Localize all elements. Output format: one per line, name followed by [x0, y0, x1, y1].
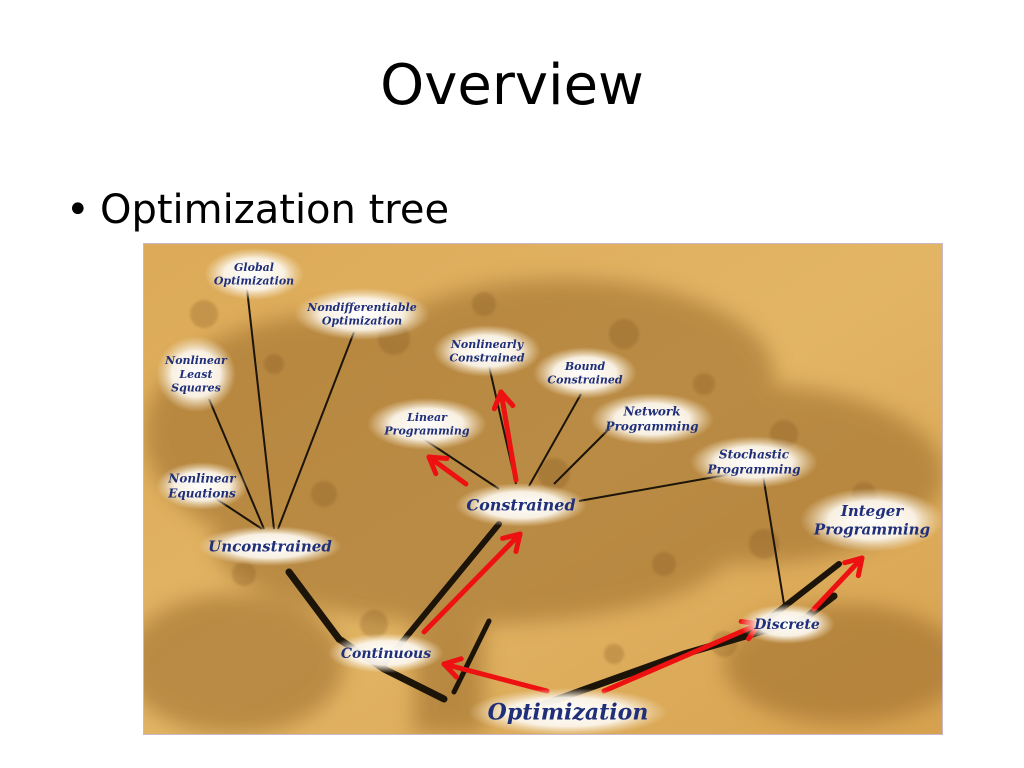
node-cloud	[198, 526, 342, 566]
node-label: Programming	[813, 521, 930, 539]
node-label: Programming	[707, 463, 801, 477]
node-cloud	[739, 604, 835, 644]
tree-thin-branches	[208, 288, 785, 605]
node-label: Bound	[564, 360, 606, 373]
node-label: Nondifferentiable	[306, 301, 416, 314]
red-arrow	[491, 389, 519, 483]
node-optimization: Optimization	[468, 688, 668, 734]
node-cloud	[367, 398, 487, 450]
red-arrows	[421, 389, 865, 694]
node-cloud	[156, 462, 248, 510]
node-label: Unconstrained	[208, 537, 332, 555]
node-constrained: Constrained	[455, 483, 587, 527]
tree-nodes: GlobalOptimizationNondifferentiableOptim…	[156, 248, 942, 734]
node-label: Discrete	[753, 617, 820, 633]
red-arrow	[421, 531, 523, 635]
node-discrete: Discrete	[739, 604, 835, 644]
node-label: Squares	[171, 382, 221, 395]
node-label: Constrained	[449, 352, 524, 365]
node-label: Stochastic	[719, 448, 790, 462]
node-cloud	[533, 347, 637, 399]
node-cloud	[690, 436, 818, 488]
bullet-text: Optimization tree	[100, 187, 450, 233]
red-arrow	[426, 454, 469, 487]
bullet-marker: •	[66, 187, 90, 233]
node-label: Constrained	[466, 496, 575, 515]
node-cloud	[590, 393, 714, 445]
node-cloud	[294, 288, 430, 340]
node-label: Programming	[605, 420, 699, 434]
node-label: Nonlinear	[164, 354, 228, 367]
node-label: Constrained	[547, 374, 622, 387]
node-cloud	[468, 688, 668, 734]
node-label: Global	[234, 261, 274, 274]
optimization-tree-canvas: GlobalOptimizationNondifferentiableOptim…	[144, 244, 942, 734]
node-cloud	[800, 488, 942, 552]
bullet-item: •Optimization tree	[66, 190, 449, 230]
node-cloud	[328, 633, 444, 673]
node-label: Nonlinearly	[450, 338, 525, 351]
node-label: Optimization	[488, 700, 649, 726]
red-arrow	[441, 656, 550, 694]
node-label: Integer	[840, 502, 904, 520]
node-label: Linear	[406, 411, 448, 424]
node-label: Equations	[167, 487, 236, 501]
node-label: Programming	[383, 425, 469, 438]
node-label: Continuous	[341, 646, 431, 662]
node-unconstrained: Unconstrained	[198, 526, 342, 566]
node-cloud	[433, 325, 541, 377]
red-arrow	[811, 555, 865, 612]
node-label: Least	[178, 368, 212, 381]
node-cloud	[204, 248, 304, 300]
node-cloud	[156, 336, 236, 412]
node-label: Network	[622, 405, 680, 419]
node-label: Nonlinear	[167, 472, 237, 486]
node-label: Optimization	[322, 315, 402, 328]
node-label: Optimization	[214, 275, 294, 288]
slide-title: Overview	[380, 53, 644, 118]
node-cloud	[455, 483, 587, 527]
node-continuous: Continuous	[328, 633, 444, 673]
